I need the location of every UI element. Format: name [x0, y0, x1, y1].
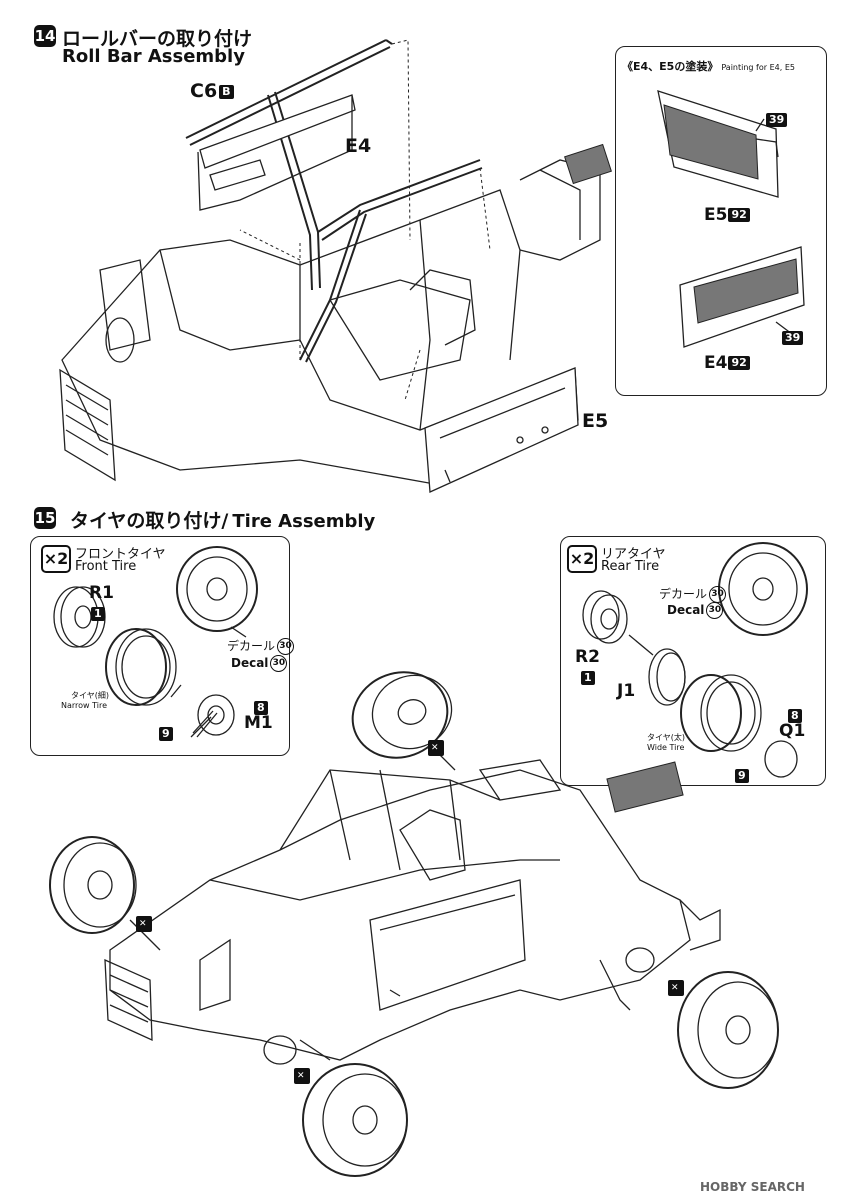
- glue-marker-rear-right: [668, 980, 684, 996]
- painting-panel-title: 《E4、E5の塗装》Painting for E4, E5: [622, 60, 795, 73]
- e5-panel: [424, 367, 579, 493]
- rear-hub-tag: 8: [788, 705, 802, 724]
- step-14-title-en: Roll Bar Assembly: [62, 46, 245, 67]
- part-e4-label: E4: [345, 135, 372, 157]
- roll-bar-cross: [317, 159, 483, 241]
- front-tire-ja: タイヤ(細): [71, 691, 110, 700]
- glue-marker-front-left: [136, 916, 152, 932]
- rear-tire-ja: タイヤ(太): [647, 733, 686, 742]
- car-radiator: [104, 958, 153, 1042]
- rear-hub-tag2: 9: [735, 765, 749, 784]
- radiator: [59, 368, 116, 482]
- step-14-title-ja: ロールバーの取り付け: [62, 28, 253, 50]
- front-title-ja: フロントタイヤ: [75, 547, 166, 562]
- part-e5-label: E5: [582, 410, 609, 432]
- paint-code-e4-inner: 39: [782, 327, 804, 346]
- glue-marker-front-right: [294, 1068, 310, 1084]
- rear-ring-part-label: J1: [617, 681, 636, 701]
- roll-bar-top-tube: [185, 39, 393, 146]
- front-hub-part-label: M1: [244, 713, 273, 733]
- seat: [409, 269, 476, 346]
- car-door-e5: [369, 879, 526, 1011]
- front-hub-left: [99, 259, 151, 351]
- front-tire-diagram: [53, 546, 258, 738]
- car-body-outline: [109, 769, 691, 1061]
- step-14-badge: 14: [34, 25, 56, 47]
- rear-tire-diagram: [582, 542, 808, 778]
- front-tire-en: Narrow Tire: [61, 701, 108, 710]
- rear-wheel-part-label: R2: [575, 647, 600, 667]
- paint-code-e5-inner: 39: [766, 109, 788, 128]
- front-hub-tag: 8: [254, 697, 268, 716]
- e4-panel-top: [199, 94, 356, 169]
- rear-title-ja: リアタイヤ: [601, 547, 666, 562]
- step-15-badge: 15: [34, 507, 56, 529]
- rear-count-badge: ×2: [567, 545, 597, 573]
- front-hub-tag2: 9: [159, 723, 173, 742]
- rear-hub-part-label: Q1: [779, 721, 806, 741]
- front-title-en: Front Tire: [75, 559, 137, 574]
- car-seat: [399, 809, 466, 881]
- rear-wheel-tag: 1: [581, 667, 595, 686]
- front-wheel-tag: 1: [91, 603, 105, 622]
- step-15-title: タイヤの取り付け/Tire Assembly: [70, 510, 376, 532]
- rear-title-en: Rear Tire: [601, 559, 660, 574]
- front-count-badge: ×2: [41, 545, 71, 573]
- rear-tire-en: Wide Tire: [647, 743, 685, 752]
- glue-marker-rear-left: [428, 740, 444, 756]
- watermark: HOBBY SEARCH: [700, 1180, 805, 1194]
- painting-diagram: [657, 90, 805, 348]
- front-wheel-part-label: R1: [89, 583, 114, 603]
